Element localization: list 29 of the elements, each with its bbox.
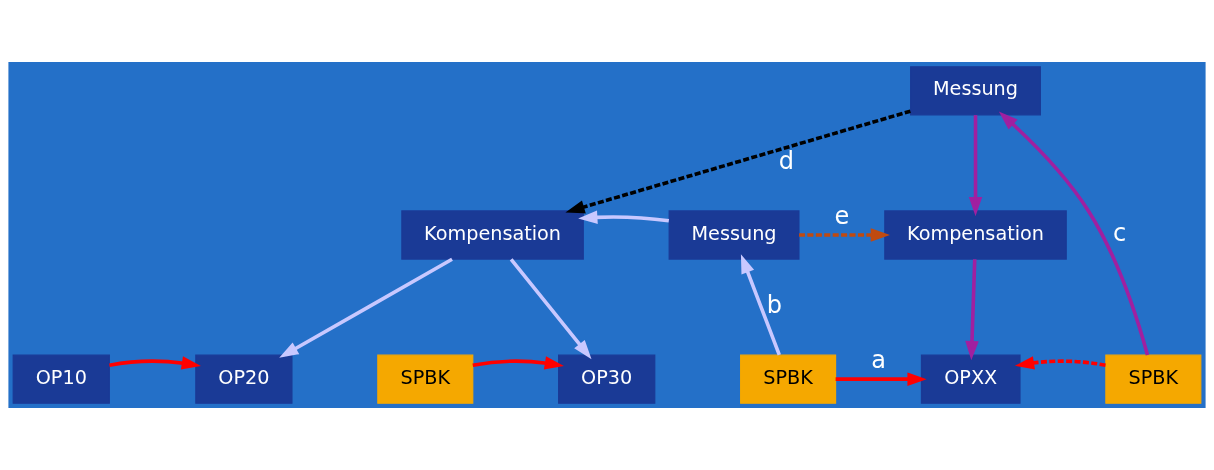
- arrow: [509, 258, 592, 360]
- edge-label: e: [834, 202, 850, 231]
- node-box: OPXX: [920, 354, 1021, 404]
- edge-label: a: [871, 346, 886, 375]
- node-box: SPBK: [377, 354, 474, 404]
- arrow: [109, 356, 201, 370]
- node-box: Messung: [668, 210, 800, 260]
- arrow: [799, 228, 890, 242]
- node-box: OP20: [195, 354, 293, 404]
- arrow: [968, 115, 983, 217]
- node-box: SPBK: [1105, 354, 1202, 404]
- node-box: OP30: [558, 354, 656, 404]
- arrow: [279, 257, 453, 358]
- node-box: Kompensation: [884, 210, 1067, 260]
- arrow: [565, 109, 911, 214]
- arrow: [740, 254, 781, 356]
- arrow: [1014, 356, 1106, 370]
- arrow: [835, 372, 927, 386]
- node-box: SPBK: [740, 354, 837, 404]
- node-box: Kompensation: [401, 210, 584, 260]
- node-box: Messung: [910, 66, 1041, 116]
- edge-label: d: [778, 146, 794, 175]
- arrow: [998, 111, 1150, 356]
- node-box: OP10: [12, 354, 110, 404]
- edge-label: b: [766, 291, 782, 320]
- arrow: [578, 210, 670, 224]
- arrow: [965, 259, 979, 361]
- edge-label: c: [1113, 219, 1127, 248]
- arrow: [472, 356, 564, 370]
